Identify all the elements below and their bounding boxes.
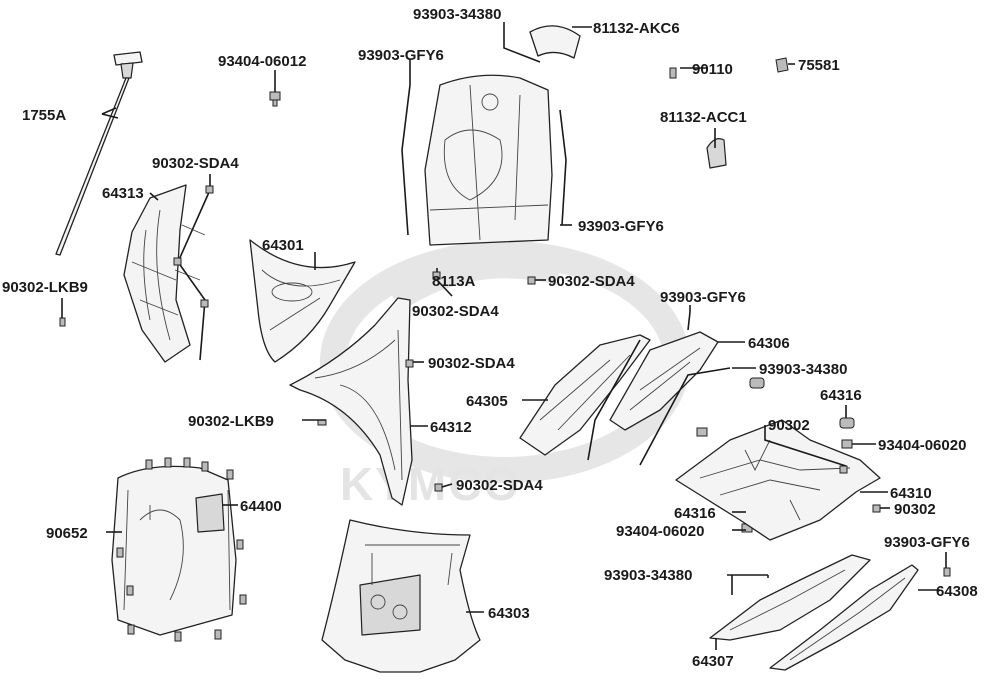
label-81132-akc6: 81132-AKC6 <box>593 20 680 37</box>
part-64400-leg-shield <box>111 465 237 636</box>
label-90302-sda4-b: 90302-SDA4 <box>548 273 635 290</box>
label-64303: 64303 <box>488 605 530 622</box>
label-90302-lkb9-a: 90302-LKB9 <box>2 279 88 296</box>
part-64307-side-cover <box>709 554 871 641</box>
part-64303-front-lower-cover <box>321 519 481 673</box>
part-64308-side-cover <box>769 564 919 671</box>
part-93903-trim-floor <box>587 311 731 466</box>
label-93903-34380-mid: 93903-34380 <box>759 361 847 378</box>
label-64308: 64308 <box>936 583 978 600</box>
label-64306: 64306 <box>748 335 790 352</box>
part-90652-clips <box>116 457 247 642</box>
label-90302-sda4-d: 90302-SDA4 <box>428 355 515 372</box>
part-75581-clip <box>775 57 789 73</box>
label-90302-sda4-a: 90302-SDA4 <box>152 155 239 172</box>
part-8113a-inner-box <box>424 74 553 246</box>
label-93903-gfy6-br: 93903-GFY6 <box>884 534 970 551</box>
label-93404-06020-b: 93404-06020 <box>616 523 704 540</box>
label-90302-sda4-c: 90302-SDA4 <box>412 303 499 320</box>
part-93404-06012-bolt <box>269 91 281 107</box>
label-75581: 75581 <box>798 57 840 74</box>
part-81132-akc6-cover <box>529 25 581 59</box>
label-8113a: 8113A <box>432 273 476 290</box>
label-81132-acc1: 81132-ACC1 <box>660 109 747 126</box>
label-64305: 64305 <box>466 393 508 410</box>
part-93903-gfy6-trim-top <box>401 30 567 236</box>
label-64400: 64400 <box>240 498 282 515</box>
part-90302-sda4-clips-left <box>173 185 214 361</box>
watermark-text: KYMCO <box>340 458 521 510</box>
label-64316-a: 64316 <box>820 387 862 404</box>
label-90110: 90110 <box>692 61 733 78</box>
part-1755a-dipstick <box>55 51 143 256</box>
part-90302-lkb9-screw-left <box>59 317 66 327</box>
label-90302-lkb9-b: 90302-LKB9 <box>188 413 274 430</box>
part-90302-sda4-clips-center <box>317 359 443 492</box>
part-64313-side-panel <box>123 184 206 363</box>
part-93903-gfy6-clip-br <box>943 567 951 577</box>
label-90302-sda4-e: 90302-SDA4 <box>456 477 543 494</box>
part-90110-screw <box>669 67 677 79</box>
label-93903-gfy6-r: 93903-GFY6 <box>660 289 746 306</box>
label-93903-gfy6-top: 93903-GFY6 <box>358 47 444 64</box>
leader-lines <box>61 22 947 650</box>
label-64316-b: 64316 <box>674 505 716 522</box>
label-64310: 64310 <box>890 485 932 502</box>
label-64301: 64301 <box>262 237 304 254</box>
part-64312-front-panel <box>289 297 413 506</box>
label-64312: 64312 <box>430 419 472 436</box>
label-1755a: 1755A <box>22 107 66 124</box>
part-64305-floor-panel <box>519 334 651 456</box>
part-81132-acc1-cover <box>706 138 727 169</box>
part-labels: 93903-34380 81132-AKC6 93404-06012 93903… <box>2 6 978 670</box>
part-64301-center-cover <box>249 239 356 363</box>
label-90302-b: 90302 <box>894 501 936 518</box>
label-93903-34380-br: 93903-34380 <box>604 567 692 584</box>
label-93903-34380-top: 93903-34380 <box>413 6 501 23</box>
part-64310-floorboard <box>675 419 881 541</box>
label-93903-gfy6-mid: 93903-GFY6 <box>578 218 664 235</box>
label-93404-06020-a: 93404-06020 <box>878 437 966 454</box>
label-90302-a: 90302 <box>768 417 810 434</box>
label-64307: 64307 <box>692 653 734 670</box>
label-93404-06012: 93404-06012 <box>218 53 306 70</box>
label-64313: 64313 <box>102 185 144 202</box>
label-90652: 90652 <box>46 525 88 542</box>
